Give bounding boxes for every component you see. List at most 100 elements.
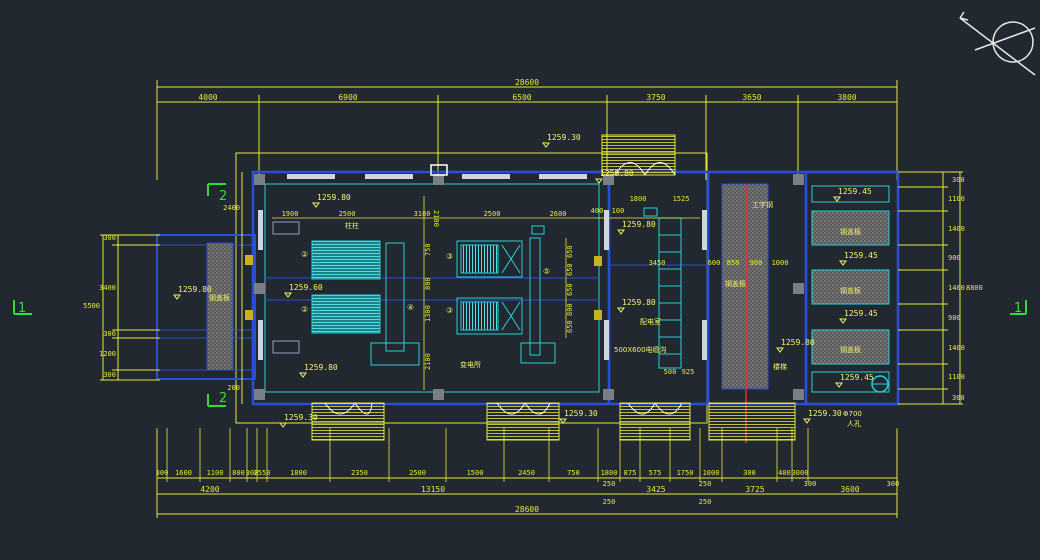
entrance-steps [311,134,796,441]
bottom-dim-13: 1800 [601,469,618,477]
label-column: 柱柱 [345,221,359,230]
inner-vert-9: 800 [566,303,574,316]
level-triangle-l4 [173,294,181,300]
label-steel-cover-mid: 钢盖板 [725,279,746,288]
left-upper-dim: 2400 [223,204,240,212]
inner-vert-1: 2100 [432,210,440,227]
inner-dim-3: 3100 [414,210,431,218]
section-label-bottom: 2 [219,391,227,406]
equipment-number-3a: ③ [446,252,453,261]
bottom2-dim-4: 3425 [646,485,665,494]
inner-dim-9: 1525 [673,195,690,203]
left-dimension-chain [100,172,243,404]
level-triangle-l9 [279,422,287,428]
bottom2-dim-1: 4200 [200,485,219,494]
right-dim-8: 1100 [948,373,965,381]
level-l16: 1259.80 [600,169,634,178]
label-steel-cover-r3: 钢盖板 [840,345,861,354]
level-l12: 1259.45 [838,187,872,196]
level-triangle-l6 [617,307,625,313]
level-triangle-l7 [776,347,784,353]
label-steel-cover-left: 钢盖板 [209,293,230,302]
bottom-dim-14: 875 [624,469,637,477]
label-i-beam: 工字钢 [752,200,773,209]
structural-columns [254,174,804,400]
bottom2-dim-7: 300 [804,480,817,488]
inner-vert-3: 800 [424,277,432,290]
inner-vert-4: 1300 [424,305,432,322]
label-manhole-diameter: Φ700 [843,410,862,418]
left-dim-4: 1200 [99,350,116,358]
bottom-dim-17: 1000 [703,469,720,477]
steel-cover-plates [206,183,890,390]
top-dim-3: 6500 [512,93,531,102]
right-dim-1: 300 [952,176,965,184]
inner-dim-4: 2500 [484,210,501,218]
right-outer-dim: 8800 [966,284,983,292]
left-dim-3: 300 [103,330,116,338]
equipment-number-3b: ③ [446,306,453,315]
top-dim-1: 4000 [198,93,217,102]
bottom-dim-9: 2500 [409,469,426,477]
bottom-dim-1: 300 [156,469,169,477]
level-l13: 1259.45 [844,251,878,260]
door-swings [324,162,683,415]
level-triangle-l15 [835,382,843,388]
bottom3-dim-1: 250 [603,498,616,506]
section-mark-bottom [207,394,226,407]
dim-1000: 1000 [772,259,789,267]
building-outline [156,152,900,424]
level-l2: 1259.80 [317,193,351,202]
level-l10: 1259.30 [564,409,598,418]
inner-vert-8: 650 [566,283,574,296]
label-manhole: 人孔 [847,420,861,428]
level-l14: 1259.45 [844,309,878,318]
level-triangle-l14 [839,318,847,324]
inner-vert-6: 650 [566,245,574,258]
inner-vert-5: 2100 [424,353,432,370]
bottom-dim-12: 750 [567,469,580,477]
top-dim-5: 3650 [742,93,761,102]
bottom2-dim-3: 250 [603,480,616,488]
inner-dim-8: 1800 [630,195,647,203]
overall-width-top: 28600 [515,78,539,87]
right-dim-6: 900 [948,314,961,322]
level-triangle-l11 [803,418,811,424]
top-dim-2: 6900 [338,93,357,102]
level-l11: 1259.30 [808,409,842,418]
label-substation: 变电所 [460,360,481,369]
windows [258,174,707,360]
bottom-dim-3: 1100 [207,469,224,477]
left-lower-dim: 200 [227,384,240,392]
top-dim-4: 3750 [646,93,665,102]
overall-width-bottom: 28600 [515,505,539,514]
access-hatch-marker [430,164,448,176]
dim-600: 600 [708,259,721,267]
level-l3: 1259.80 [622,220,656,229]
level-triangle-l10 [559,418,567,424]
equipment-number-5: ⑤ [543,267,550,276]
inner-vert-7: 650 [566,263,574,276]
dim-500: 500 [664,368,677,376]
bottom-dim-2: 1600 [175,469,192,477]
inner-dim-1: 1900 [282,210,299,218]
bottom2-dim-2: 13150 [421,485,445,494]
equipment [272,185,890,393]
bottom-dim-4: 800 [232,469,245,477]
bottom-dim-8: 2350 [351,469,368,477]
equipment-number-2b: ② [301,305,308,314]
bottom2-dim-8: 3600 [840,485,859,494]
inner-vert-2: 750 [424,243,432,256]
bottom2-dim-6: 3725 [745,485,764,494]
inner-dim-7: 100 [612,207,625,215]
dim-3450: 3450 [649,259,666,267]
left-dim-1: 300 [103,234,116,242]
right-dim-4: 900 [948,254,961,262]
inner-vert-10: 650 [566,320,574,333]
label-steel-cover-r2: 钢盖板 [840,286,861,295]
left-outer-dim: 5500 [83,302,100,310]
inner-dim-6: 400 [591,207,604,215]
